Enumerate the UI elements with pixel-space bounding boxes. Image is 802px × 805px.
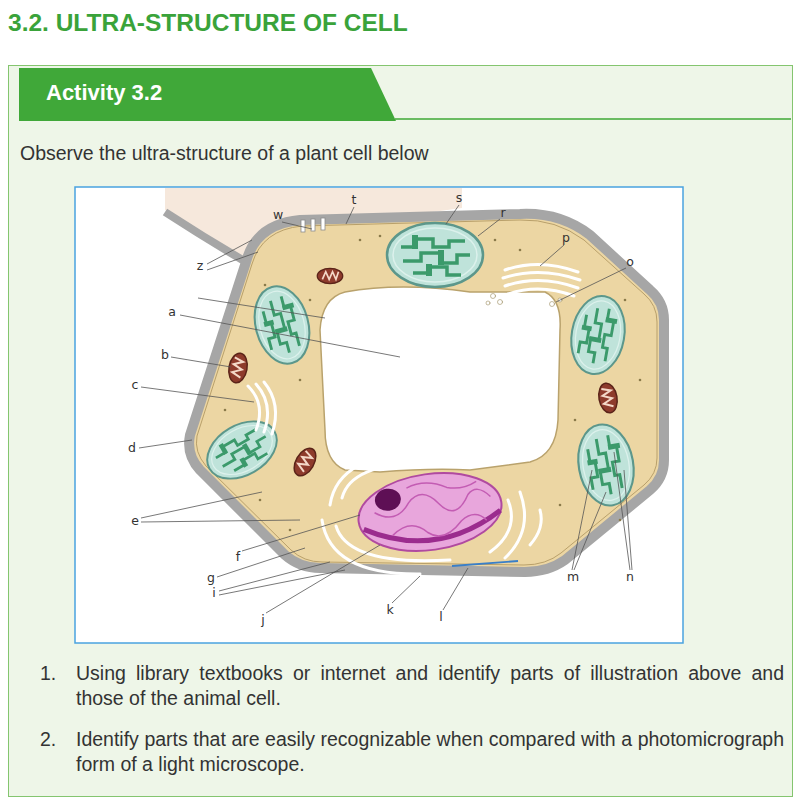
- tab-shape: [19, 68, 396, 121]
- question-number: 1.: [40, 661, 70, 686]
- part-letter: t: [352, 194, 357, 207]
- part-letter: f: [236, 551, 240, 564]
- part-letter: a: [168, 306, 176, 319]
- part-letter: w: [273, 209, 283, 222]
- part-letter: n: [626, 571, 634, 584]
- part-letter: g: [207, 572, 215, 585]
- section-heading: 3.2. ULTRA-STRUCTURE OF CELL: [8, 9, 408, 37]
- activity-tab: Activity 3.2: [19, 68, 396, 121]
- part-letter: k: [386, 604, 393, 617]
- part-letter: j: [261, 614, 264, 627]
- activity-panel: Observe the ultra-structure of a plant c…: [8, 65, 793, 797]
- part-letter: c: [132, 379, 139, 392]
- activity-title: Activity 3.2: [46, 80, 346, 106]
- part-letter: i: [212, 587, 215, 600]
- question-number: 2.: [40, 727, 70, 752]
- part-letter: s: [456, 192, 463, 205]
- part-letter: l: [439, 611, 442, 624]
- question-text: Identify parts that are easily recogniza…: [76, 727, 784, 777]
- part-letter: p: [562, 232, 570, 245]
- part-letter: z: [197, 260, 204, 273]
- part-letter: o: [626, 256, 634, 269]
- part-letter: m: [567, 571, 579, 584]
- part-letter: e: [131, 515, 139, 528]
- part-letter: d: [128, 442, 136, 455]
- question-text: Using library textbooks or internet and …: [76, 661, 784, 711]
- part-letter: r: [500, 207, 505, 220]
- part-letter: b: [161, 349, 169, 362]
- instruction-text: Observe the ultra-structure of a plant c…: [20, 142, 780, 165]
